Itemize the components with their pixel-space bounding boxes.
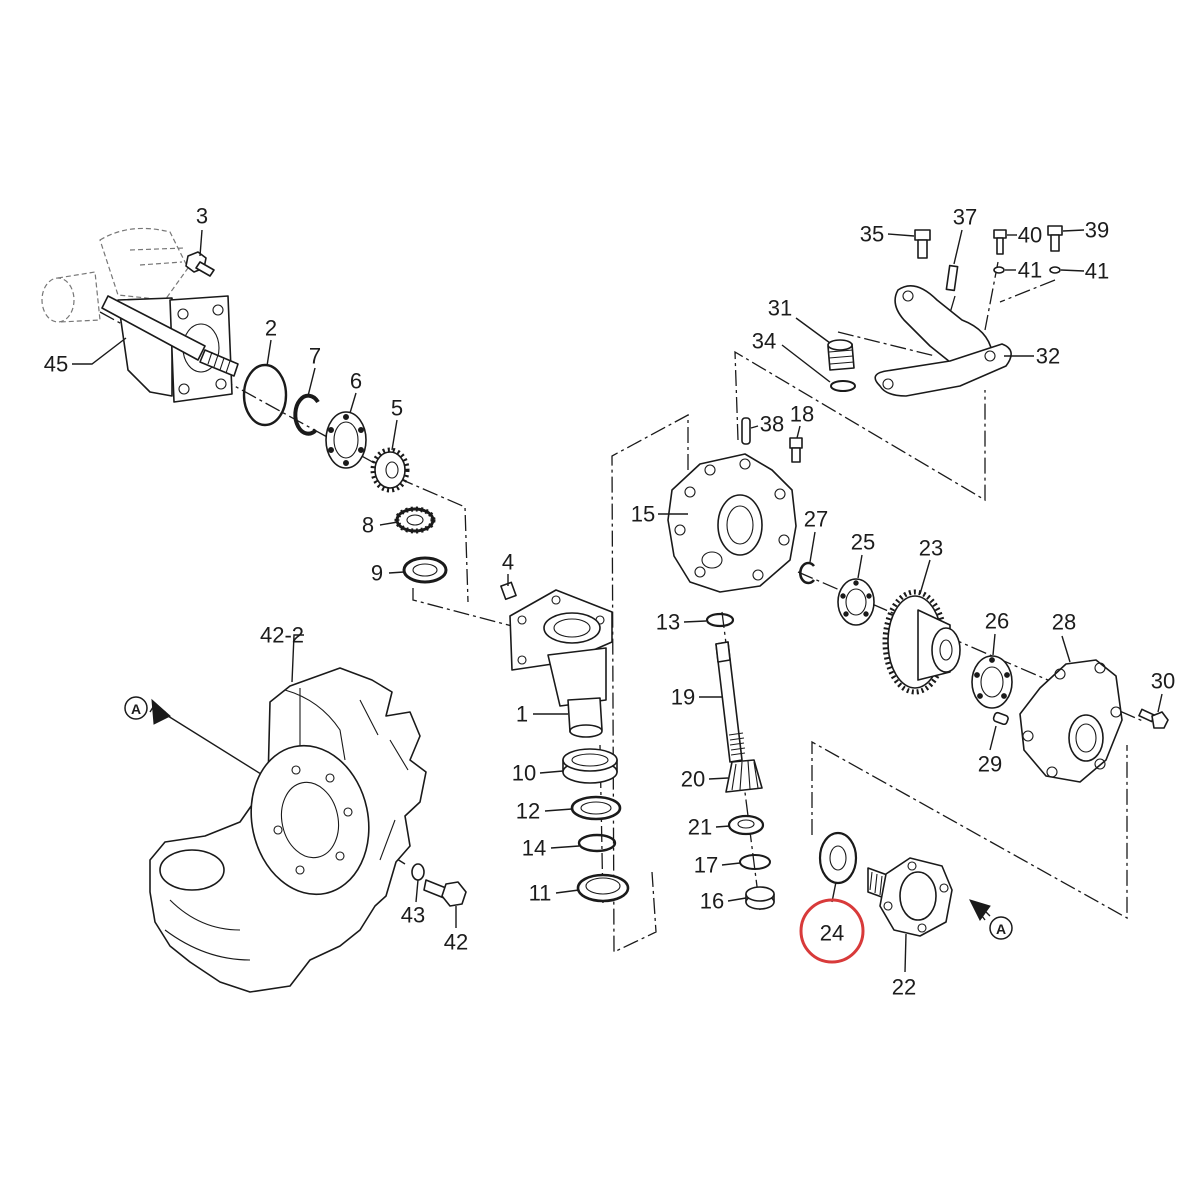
part-3-bolt xyxy=(185,251,215,277)
part-5-pinion-gear xyxy=(370,447,410,493)
callout-39: 39 xyxy=(1085,218,1109,243)
part-27-circlip xyxy=(798,561,816,585)
callout-41-right: 41 xyxy=(1085,259,1109,284)
part-40-bolt xyxy=(993,229,1007,255)
part-30-bolt xyxy=(1138,708,1169,729)
callout-37: 37 xyxy=(953,205,977,230)
callout-6: 6 xyxy=(350,369,362,394)
part-38-dowel-pin xyxy=(741,417,751,445)
callout-21: 21 xyxy=(688,815,712,840)
callout-18: 18 xyxy=(790,402,814,427)
callout-11: 11 xyxy=(529,881,552,906)
callout-9: 9 xyxy=(371,561,383,586)
callout-16: 16 xyxy=(700,889,724,914)
callout-28: 28 xyxy=(1052,610,1076,635)
callout-25: 25 xyxy=(851,530,875,555)
part-25-bearing xyxy=(837,578,875,626)
part-43-washer xyxy=(411,863,425,881)
part-7-circlip xyxy=(293,393,320,436)
part-1-elbow-housing xyxy=(509,589,613,738)
callout-42: 42 xyxy=(444,930,468,955)
callout-17: 17 xyxy=(694,853,718,878)
part-4-bolt xyxy=(500,581,517,601)
callout-10: 10 xyxy=(512,761,536,786)
callout-42-2: 42-2 xyxy=(260,623,304,648)
part-28-side-cover xyxy=(1019,659,1123,783)
part-32-shift-lever xyxy=(874,284,1012,397)
part-6-bearing xyxy=(325,411,367,469)
callout-30: 30 xyxy=(1151,669,1175,694)
callout-29: 29 xyxy=(978,752,1002,777)
callout-4: 4 xyxy=(502,550,514,575)
callout-26: 26 xyxy=(985,609,1009,634)
part-45-input-shaft-housing xyxy=(41,227,239,403)
part-9-bearing xyxy=(402,556,448,584)
callout-8: 8 xyxy=(362,513,374,538)
callout-labels: 3 2 7 6 5 45 8 9 4 1 10 12 14 11 42-2 43… xyxy=(44,204,1175,1000)
view-marker-left-label: A xyxy=(131,701,141,717)
callout-19: 19 xyxy=(671,685,695,710)
callout-22: 22 xyxy=(892,975,916,1000)
callout-3: 3 xyxy=(196,204,208,229)
callout-14: 14 xyxy=(522,836,546,861)
part-23-bevel-gear xyxy=(882,589,961,695)
part-10-seal-ring xyxy=(562,748,618,784)
part-39-bolt xyxy=(1047,225,1063,252)
callout-32: 32 xyxy=(1036,344,1060,369)
part-24-thrust-washer xyxy=(818,831,858,885)
part-35-bolt xyxy=(914,229,931,259)
highlight-circle-24 xyxy=(799,898,865,964)
part-31-spring-cup xyxy=(827,339,855,371)
callout-15: 15 xyxy=(631,502,655,527)
part-8-ring-gear xyxy=(394,506,436,534)
callout-40: 40 xyxy=(1018,223,1042,248)
callout-43: 43 xyxy=(401,903,425,928)
view-marker-left: A xyxy=(124,696,171,725)
part-2-o-ring xyxy=(242,363,288,427)
callout-27: 27 xyxy=(804,507,828,532)
part-16-collar xyxy=(745,886,775,910)
callout-38: 38 xyxy=(760,412,784,437)
callout-24: 24 xyxy=(820,921,844,946)
callout-31: 31 xyxy=(768,296,792,321)
part-29-dowel-pin xyxy=(992,711,1009,726)
part-26-bearing xyxy=(971,655,1013,709)
callout-2: 2 xyxy=(265,316,277,341)
part-13-circlip xyxy=(705,612,735,628)
callout-1: 1 xyxy=(516,702,528,727)
part-15-gear-housing xyxy=(667,453,797,593)
callout-41-left: 41 xyxy=(1018,258,1042,283)
callout-leader-lines xyxy=(72,229,1163,973)
callout-5: 5 xyxy=(391,396,403,421)
part-21-bearing xyxy=(727,814,765,836)
part-18-bolt xyxy=(789,437,803,463)
callout-45: 45 xyxy=(44,352,68,377)
part-20-bevel-pinion xyxy=(725,759,763,793)
callout-23: 23 xyxy=(919,536,943,561)
part-19-shaft xyxy=(715,641,746,763)
part-12-bearing-race xyxy=(570,795,622,821)
part-42-2-cleated-wheel xyxy=(149,667,427,993)
callout-13: 13 xyxy=(656,610,680,635)
part-22-output-flange xyxy=(867,857,953,937)
part-11-oil-seal xyxy=(576,873,630,903)
callout-35: 35 xyxy=(860,222,884,247)
callout-12: 12 xyxy=(516,799,540,824)
part-37-spring-pin xyxy=(945,264,959,292)
callout-7: 7 xyxy=(309,344,321,369)
part-14-snap-ring xyxy=(577,833,617,853)
part-41-washer-right xyxy=(1049,266,1061,274)
view-marker-right-label: A xyxy=(996,921,1006,937)
callout-34: 34 xyxy=(752,329,776,354)
view-marker-right: A xyxy=(969,899,1013,940)
part-34-o-ring xyxy=(830,380,856,392)
part-41-washer-left xyxy=(993,266,1005,274)
part-17-ring xyxy=(739,854,771,870)
part-42-bolt xyxy=(423,879,467,907)
callout-20: 20 xyxy=(681,767,705,792)
